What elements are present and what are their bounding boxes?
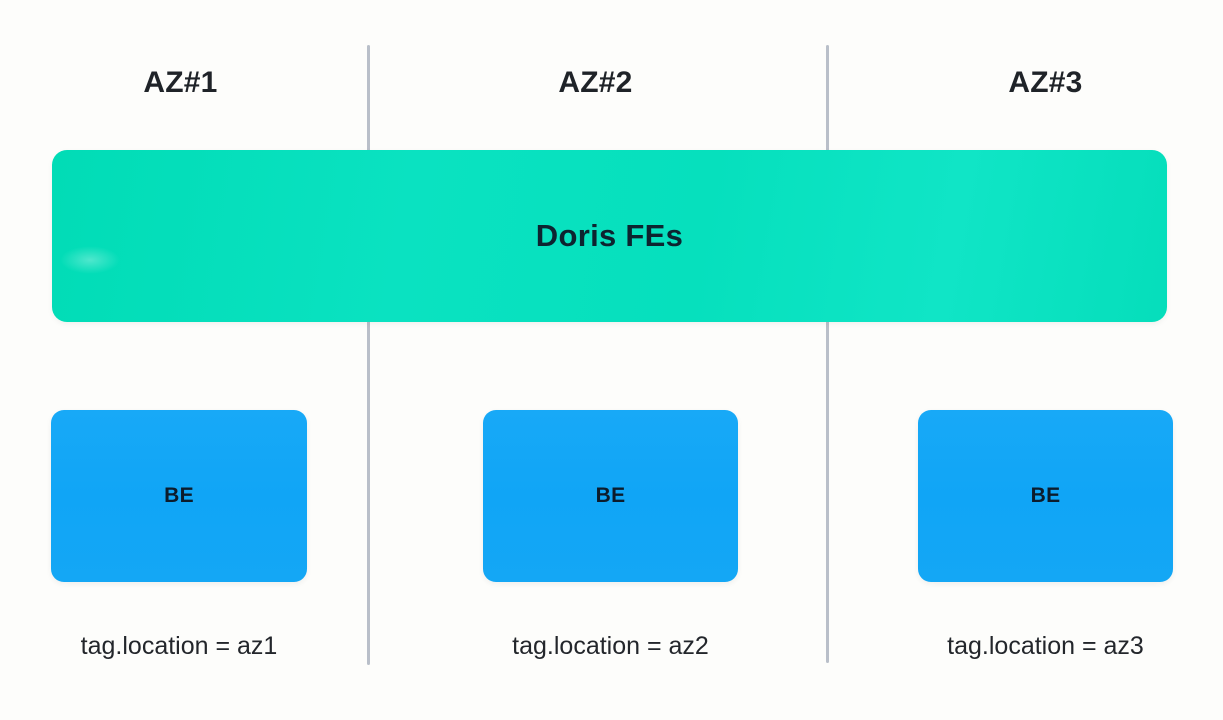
az-heading-1: AZ#1 [143, 66, 218, 99]
be-node-label-2: BE [595, 484, 626, 507]
doris-fe-banner: Doris FEs [52, 150, 1167, 322]
be-node-box-1: BE [51, 410, 307, 582]
be-node-label-1: BE [164, 484, 194, 507]
tag-location-caption-2: tag.location = az2 [512, 632, 709, 660]
az-heading-3: AZ#3 [1008, 66, 1083, 99]
az-heading-2: AZ#2 [558, 66, 633, 99]
tag-location-caption-1: tag.location = az1 [80, 632, 278, 660]
be-node-box-2: BE [483, 410, 738, 582]
doris-fe-banner-label: Doris FEs [535, 218, 684, 253]
be-node-box-3: BE [918, 410, 1173, 582]
tag-location-caption-3: tag.location = az3 [947, 632, 1144, 660]
be-node-label-3: BE [1030, 484, 1061, 507]
az-divider-line-2 [826, 45, 829, 663]
az-divider-line-1 [367, 45, 370, 665]
